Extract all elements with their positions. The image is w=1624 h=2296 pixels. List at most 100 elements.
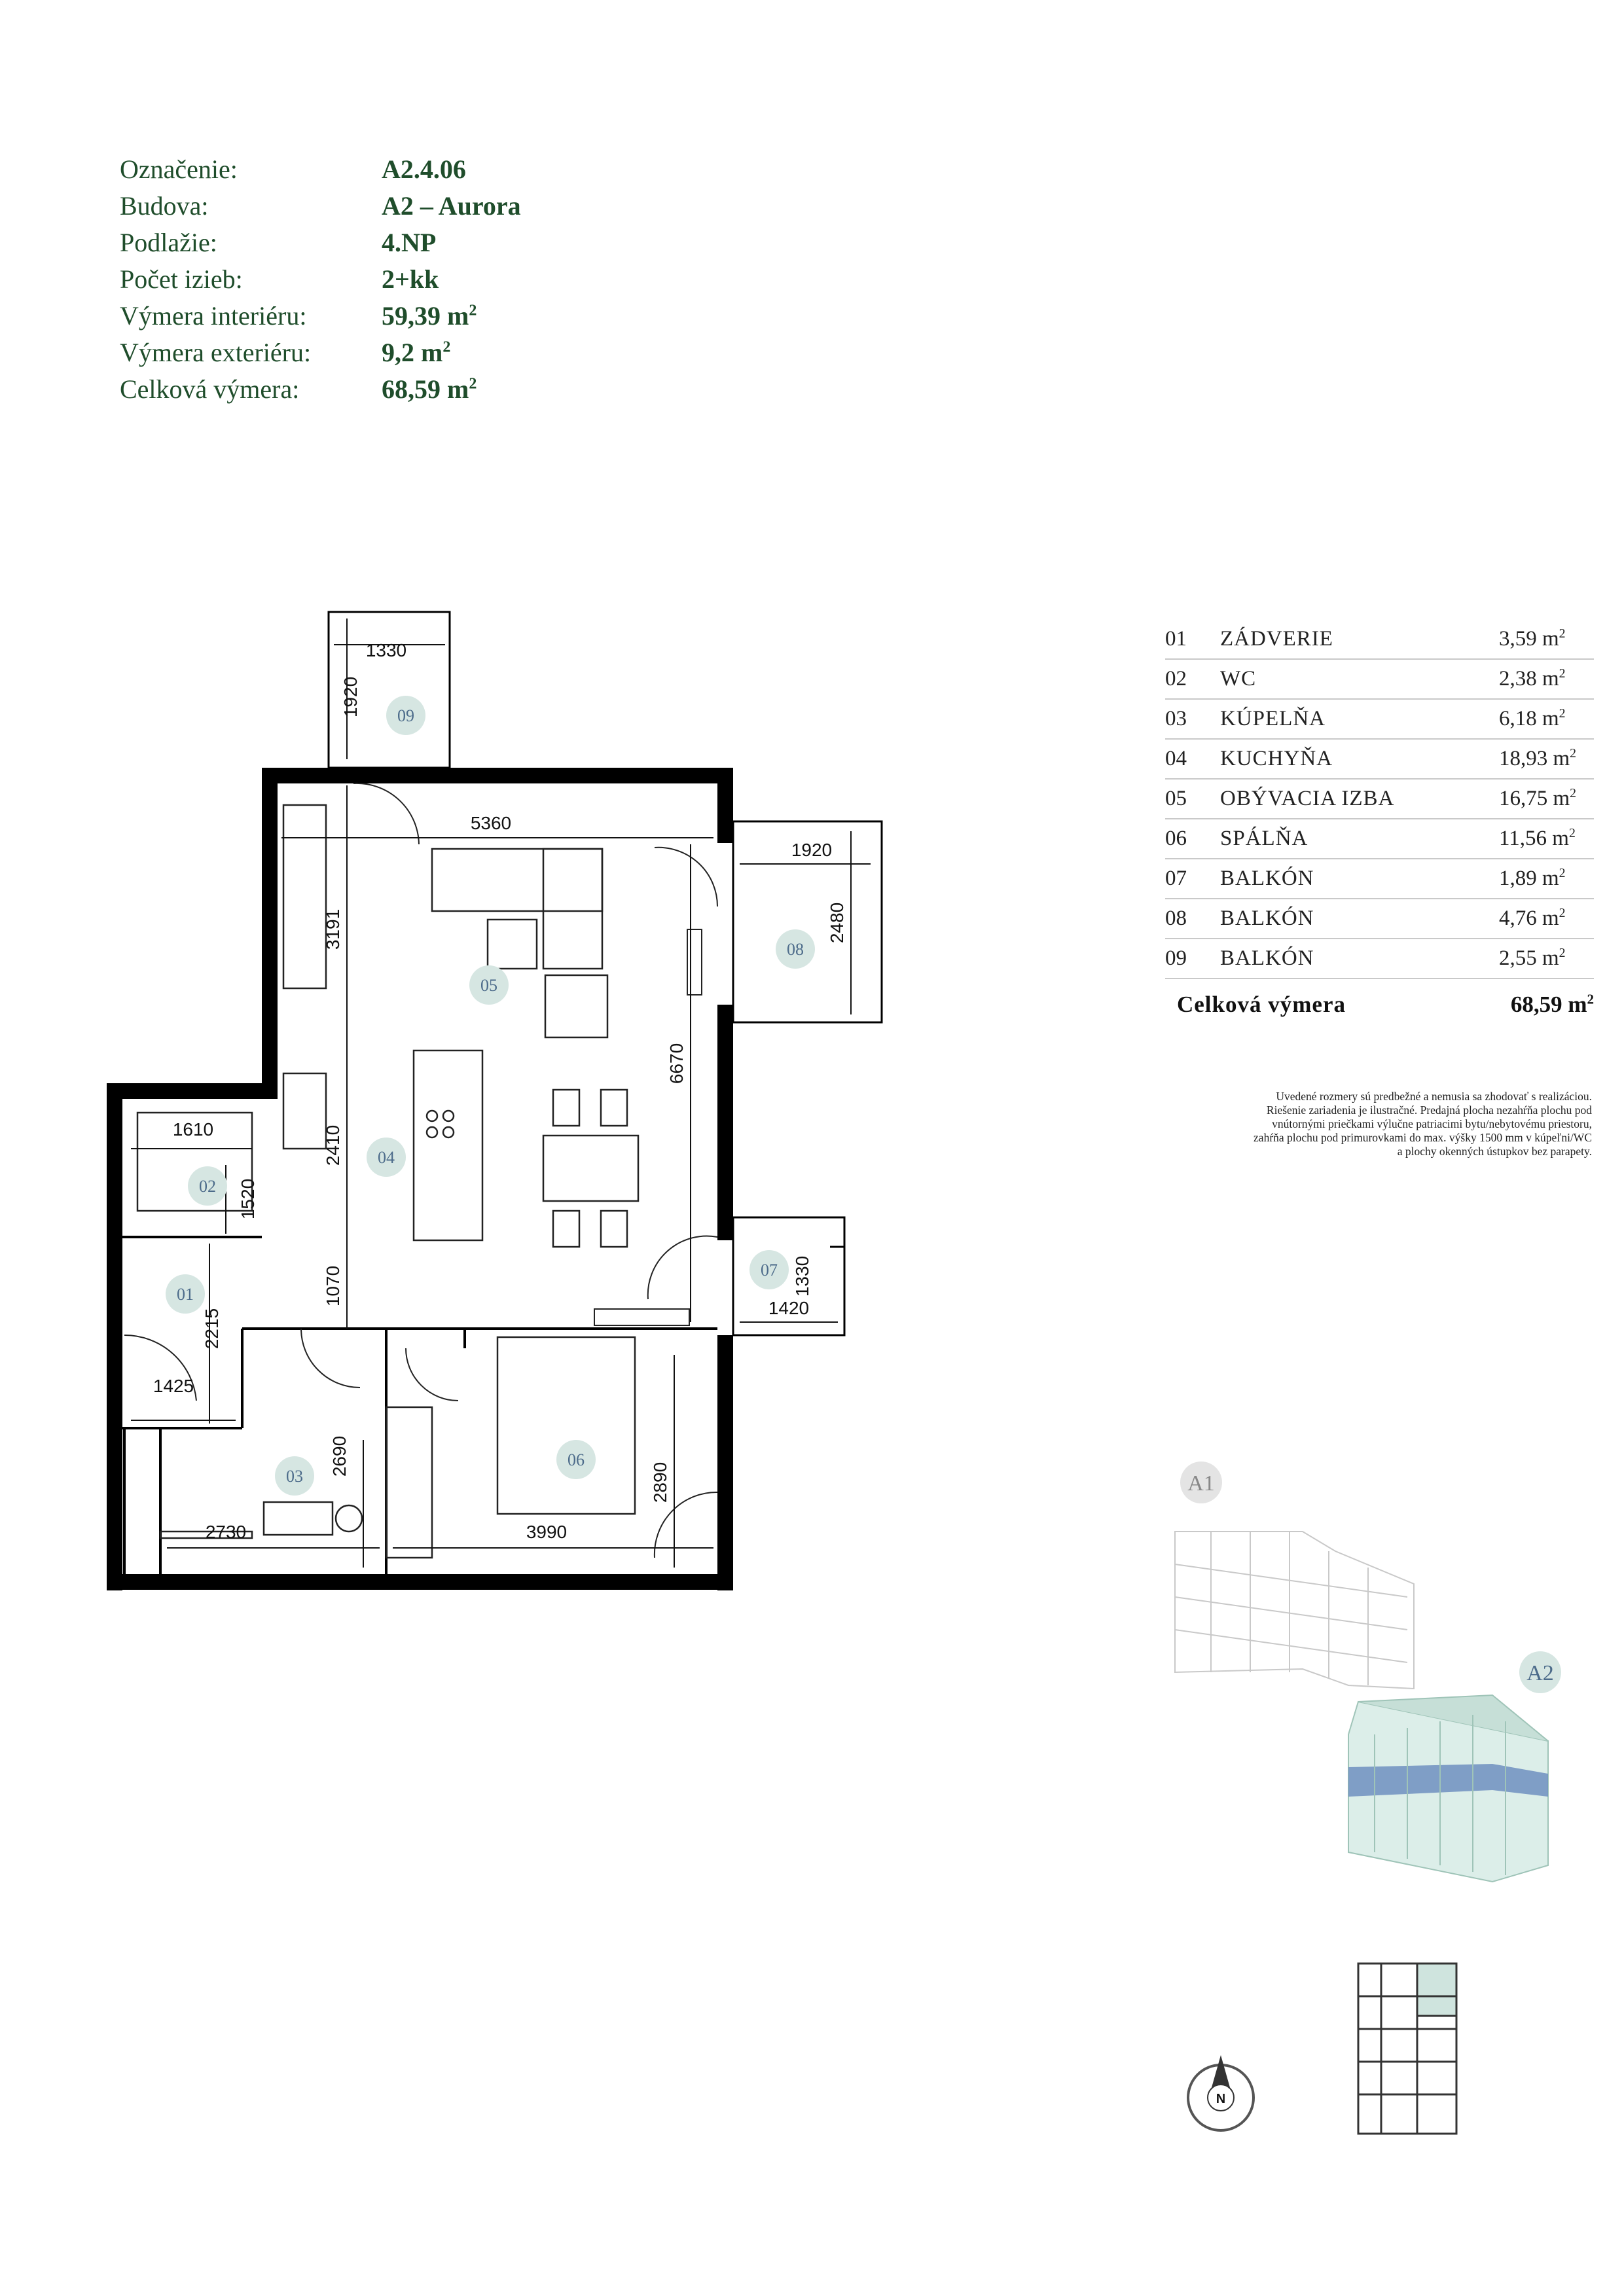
- building-a1-sketch: [1174, 1531, 1415, 1690]
- room-row: 06 SPÁLŇA 11,56 m2: [1165, 819, 1594, 859]
- info-label: Celková výmera:: [120, 374, 300, 404]
- info-value: 4.NP: [382, 227, 437, 257]
- room-area: 4,76 m2: [1499, 906, 1566, 930]
- info-label: Podlažie:: [120, 227, 217, 257]
- dim-label: 3191: [323, 909, 343, 950]
- info-row: Počet izieb:2+kk: [120, 260, 521, 297]
- info-row: Výmera interiéru: 59,39 m2: [120, 297, 521, 334]
- room-name: WC: [1220, 667, 1257, 691]
- door-swings: [124, 782, 719, 1558]
- building-a1-marker: [1180, 1462, 1222, 1503]
- dim-label: 1920: [340, 677, 361, 717]
- info-value: 2+kk: [382, 264, 439, 294]
- building-a2-label: A2: [1526, 1661, 1554, 1685]
- room-area: 11,56 m2: [1499, 826, 1576, 850]
- info-value: 59,39 m2: [382, 300, 477, 331]
- hatched-elements: [594, 929, 702, 1326]
- dim-label: 1920: [791, 840, 832, 860]
- room-row: 09 BALKÓN 2,55 m2: [1165, 939, 1594, 979]
- dim-label: 2410: [323, 1125, 343, 1166]
- dim-label: 1420: [768, 1298, 809, 1318]
- dim-label: 2690: [329, 1436, 350, 1477]
- note-line: Uvedené rozmery sú predbežné a nemusia s…: [1276, 1090, 1592, 1103]
- room-area: 6,18 m2: [1499, 706, 1566, 730]
- room-area: 18,93 m2: [1499, 746, 1577, 770]
- dim-label: 3990: [526, 1522, 567, 1542]
- dim-label: 1070: [323, 1266, 343, 1306]
- info-row: Výmera exteriéru: 9,2 m2: [120, 334, 521, 370]
- room-labels: 01 02 03 04 05 06 07 08 09: [166, 696, 815, 1496]
- info-row: Označenie: A2.4.06: [120, 151, 521, 187]
- room-number: 08: [1165, 906, 1187, 930]
- note-line: Riešenie zariadenia je ilustračné. Preda…: [1266, 1103, 1592, 1117]
- room-row: 03 KÚPELŇA 6,18 m2: [1165, 700, 1594, 740]
- room-label-04: 04: [378, 1148, 395, 1167]
- room-row: 07 BALKÓN 1,89 m2: [1165, 859, 1594, 899]
- info-label: Výmera exteriéru:: [120, 337, 312, 367]
- info-row: Budova: A2 – Aurora: [120, 187, 521, 224]
- room-row: 04 KUCHYŇA 18,93 m2: [1165, 740, 1594, 780]
- room-number: 01: [1165, 627, 1187, 651]
- info-value: A2.4.06: [382, 154, 466, 184]
- total-area-row: Celková výmera 68,59 m2: [1165, 979, 1594, 1030]
- dim-label: 1330: [366, 640, 406, 660]
- room-label-01: 01: [177, 1285, 194, 1304]
- dim-label: 6670: [666, 1043, 687, 1084]
- room-row: 02 WC 2,38 m2: [1165, 660, 1594, 700]
- room-name: KÚPELŇA: [1220, 707, 1326, 730]
- room-row: 08 BALKÓN 4,76 m2: [1165, 899, 1594, 939]
- room-label-02: 02: [199, 1177, 216, 1196]
- room-label-08: 08: [787, 940, 804, 959]
- info-row: Podlažie: 4.NP: [120, 224, 521, 260]
- furniture: [136, 804, 640, 1559]
- walls: [107, 768, 733, 1590]
- room-area: 1,89 m2: [1499, 866, 1566, 890]
- room-label-03: 03: [286, 1467, 303, 1486]
- room-area: 2,55 m2: [1499, 946, 1566, 970]
- room-number: 04: [1165, 747, 1187, 770]
- room-name: KUCHYŇA: [1220, 747, 1333, 770]
- room-number: 06: [1165, 827, 1187, 850]
- room-area: 3,59 m2: [1499, 626, 1566, 651]
- room-label-09: 09: [397, 706, 414, 725]
- info-value: 9,2 m2: [382, 337, 451, 367]
- key-floor-plan: [1357, 1962, 1458, 2135]
- room-name: BALKÓN: [1220, 867, 1314, 890]
- room-name: BALKÓN: [1220, 906, 1314, 930]
- dimension-labels: 1330 1920 5360 1920 2480 3191 6670 1610 …: [153, 640, 847, 1542]
- disclaimer-note: Uvedené rozmery sú predbežné a nemusia s…: [1139, 1090, 1592, 1158]
- building-a2-sketch: [1348, 1694, 1549, 1883]
- info-row: Celková výmera:68,59 m2: [120, 370, 521, 407]
- total-area-value: 68,59 m2: [1510, 991, 1594, 1017]
- info-label: Výmera interiéru:: [120, 300, 307, 331]
- dim-label: 2890: [650, 1462, 670, 1503]
- room-label-06: 06: [568, 1450, 585, 1469]
- room-area: 2,38 m2: [1499, 666, 1566, 691]
- info-value: A2 – Aurora: [382, 190, 521, 221]
- room-number: 02: [1165, 667, 1187, 691]
- total-area-label: Celková výmera: [1177, 992, 1346, 1017]
- info-label: Označenie:: [120, 154, 238, 184]
- note-line: a plochy okenných ústupkov bez parapety.: [1397, 1145, 1592, 1158]
- room-number: 09: [1165, 946, 1187, 970]
- dim-label: 1520: [238, 1179, 258, 1219]
- dim-label: 1330: [792, 1256, 812, 1297]
- room-name: SPÁLŇA: [1220, 827, 1308, 850]
- note-line: vnútornými priečkami výlučne patriacimi …: [1272, 1117, 1592, 1130]
- dim-label: 1425: [153, 1376, 194, 1396]
- dim-label: 2480: [827, 903, 847, 943]
- room-row: 01 ZÁDVERIE 3,59 m2: [1165, 620, 1594, 660]
- compass-north-label: N: [1216, 2092, 1225, 2106]
- room-number: 03: [1165, 707, 1187, 730]
- room-number: 07: [1165, 867, 1187, 890]
- room-name: OBÝVACIA IZBA: [1220, 787, 1395, 810]
- room-name: BALKÓN: [1220, 946, 1314, 970]
- room-number: 05: [1165, 787, 1187, 810]
- room-label-07: 07: [761, 1261, 778, 1280]
- note-line: zahŕňa plochu pod primurovkami do max. v…: [1254, 1131, 1592, 1144]
- room-name: ZÁDVERIE: [1220, 627, 1333, 651]
- info-label: Budova:: [120, 190, 209, 221]
